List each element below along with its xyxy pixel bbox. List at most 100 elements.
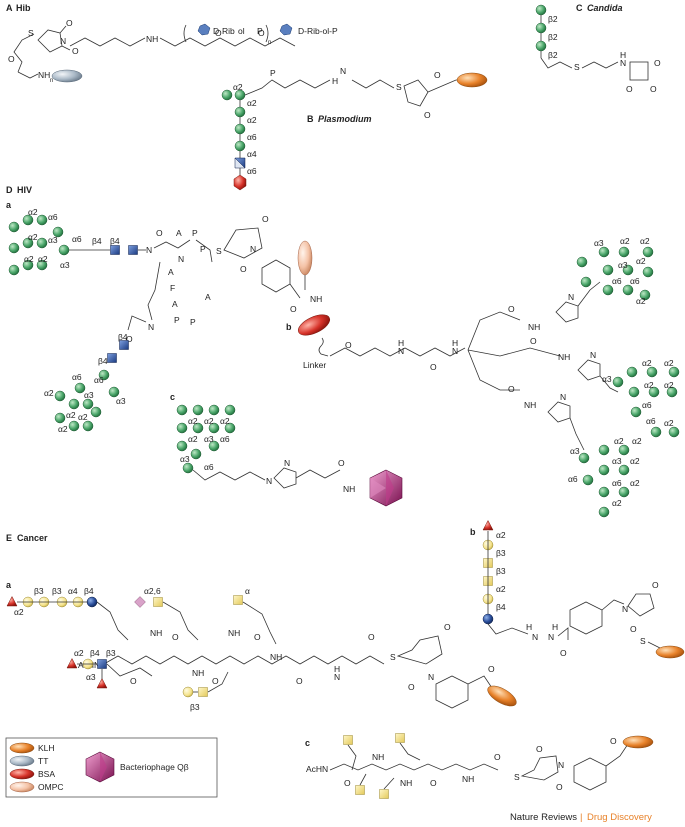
svg-text:β4: β4 bbox=[98, 356, 108, 366]
klh-carrier-e-b bbox=[655, 645, 685, 659]
svg-text:F: F bbox=[170, 283, 175, 293]
svg-text:P: P bbox=[192, 228, 198, 238]
legend-item-ompc: OMPC bbox=[9, 781, 64, 793]
svg-text:P: P bbox=[257, 26, 263, 36]
legend-item-tt: TT bbox=[9, 755, 48, 767]
svg-text:β4: β4 bbox=[84, 586, 94, 596]
svg-text:O: O bbox=[434, 70, 441, 80]
section-e-letter: E bbox=[6, 533, 12, 543]
svg-text:NH: NH bbox=[150, 628, 162, 638]
svg-text:H: H bbox=[526, 622, 532, 632]
svg-text:S: S bbox=[640, 636, 646, 646]
svg-text:α2: α2 bbox=[14, 607, 24, 617]
svg-text:α6: α6 bbox=[220, 434, 230, 444]
svg-text:N: N bbox=[340, 66, 346, 76]
svg-text:S: S bbox=[396, 82, 402, 92]
svg-text:A: A bbox=[172, 299, 178, 309]
svg-text:O: O bbox=[508, 304, 515, 314]
hiv-c-conjugate: α2 α2 α2 α2 α3 α6 α3 α6 N N O NH bbox=[176, 404, 403, 507]
section-a-letter: A bbox=[6, 3, 13, 13]
svg-text:α2: α2 bbox=[78, 412, 88, 422]
svg-text:O: O bbox=[430, 778, 437, 788]
svg-text:α2: α2 bbox=[496, 530, 506, 540]
section-b-title: Plasmodium bbox=[318, 114, 372, 124]
svg-text:N: N bbox=[620, 58, 626, 68]
svg-text:A: A bbox=[168, 267, 174, 277]
svg-text:α2: α2 bbox=[28, 207, 38, 217]
svg-text:N: N bbox=[146, 245, 152, 255]
svg-text:α6: α6 bbox=[630, 276, 640, 286]
svg-text:A: A bbox=[176, 228, 182, 238]
section-c-header: C Candida bbox=[576, 3, 623, 13]
svg-text:n: n bbox=[268, 40, 271, 46]
svg-text:β4: β4 bbox=[92, 236, 102, 246]
svg-text:α2: α2 bbox=[188, 434, 198, 444]
svg-text:O: O bbox=[66, 18, 73, 28]
svg-text:N: N bbox=[266, 476, 272, 486]
svg-text:β4: β4 bbox=[496, 602, 506, 612]
cancer-b-conjugate: α2 β3 β3 α2 β4 H N N H O N O O S bbox=[482, 520, 685, 659]
svg-text:N: N bbox=[284, 458, 290, 468]
section-b-letter: B bbox=[307, 114, 314, 124]
svg-text:α6: α6 bbox=[568, 474, 578, 484]
svg-text:H: H bbox=[332, 76, 338, 86]
bsa-carrier bbox=[297, 314, 331, 336]
svg-text:O: O bbox=[296, 676, 303, 686]
svg-text:A: A bbox=[205, 292, 211, 302]
legend-label-bsa: BSA bbox=[38, 769, 55, 779]
svg-text:O: O bbox=[254, 632, 261, 642]
svg-text:NH: NH bbox=[228, 628, 240, 638]
carrier-legend: KLH TT BSA OMPC Bacteriophage Qβ bbox=[5, 737, 218, 798]
svg-text:O: O bbox=[290, 304, 297, 314]
legend-label-phage: Bacteriophage Qβ bbox=[120, 762, 189, 772]
svg-text:O: O bbox=[408, 682, 415, 692]
svg-text:α3: α3 bbox=[570, 446, 580, 456]
svg-text:β3: β3 bbox=[190, 702, 200, 712]
svg-text:NH: NH bbox=[528, 322, 540, 332]
svg-text:α2: α2 bbox=[664, 380, 674, 390]
svg-text:O: O bbox=[494, 752, 501, 762]
svg-text:N: N bbox=[398, 346, 404, 356]
svg-text:O: O bbox=[344, 778, 351, 788]
ompc-carrier bbox=[297, 240, 313, 276]
legend-item-phage: Bacteriophage Qβ bbox=[85, 751, 189, 783]
hiv-b-conjugate: Linker O H N H N O O O O NH NH NH N N N … bbox=[297, 236, 680, 518]
svg-text:O: O bbox=[488, 664, 495, 674]
section-c-title: Candida bbox=[587, 3, 623, 13]
svg-text:P: P bbox=[200, 244, 206, 254]
svg-text:α2: α2 bbox=[66, 410, 76, 420]
svg-text:α2: α2 bbox=[44, 388, 54, 398]
cancer-a-conjugate: α2 β3 β3 α4 β4 α2,6 α AcHN NH NH NH NH O… bbox=[6, 586, 517, 712]
svg-text:α3: α3 bbox=[612, 456, 622, 466]
svg-text:α6: α6 bbox=[247, 132, 257, 142]
hiv-a-conjugate: α2 α6 α2 α3 α2 α2 α3 α6 β4 β4 N O A P P … bbox=[8, 207, 322, 434]
svg-text:N: N bbox=[178, 254, 184, 264]
svg-text:α3: α3 bbox=[48, 235, 58, 245]
svg-text:β3: β3 bbox=[496, 566, 506, 576]
cancer-c-conjugate: AcHN O NH NH O NH O S O O N O bbox=[306, 733, 654, 799]
svg-text:O: O bbox=[652, 580, 659, 590]
legend-item-bsa: BSA bbox=[9, 768, 55, 780]
hib-conjugate: O O N S O NH n NH O O D Rib ol P n D-Rib… bbox=[8, 18, 338, 84]
svg-text:S: S bbox=[390, 652, 396, 662]
svg-text:α6: α6 bbox=[612, 478, 622, 488]
svg-text:α2: α2 bbox=[74, 648, 84, 658]
svg-text:O: O bbox=[508, 384, 515, 394]
svg-text:O: O bbox=[212, 676, 219, 686]
svg-text:β3: β3 bbox=[496, 548, 506, 558]
svg-text:O: O bbox=[560, 648, 567, 658]
svg-text:O: O bbox=[215, 28, 222, 38]
svg-text:α2: α2 bbox=[247, 115, 257, 125]
svg-text:α2: α2 bbox=[496, 584, 506, 594]
svg-text:α2,6: α2,6 bbox=[144, 586, 161, 596]
svg-text:N: N bbox=[590, 350, 596, 360]
svg-text:N: N bbox=[532, 632, 538, 642]
svg-text:N: N bbox=[558, 760, 564, 770]
svg-text:α2: α2 bbox=[220, 416, 230, 426]
svg-text:α2: α2 bbox=[636, 296, 646, 306]
svg-text:S: S bbox=[28, 28, 34, 38]
svg-text:O: O bbox=[556, 782, 563, 792]
svg-text:α2: α2 bbox=[640, 236, 650, 246]
svg-text:α3: α3 bbox=[618, 260, 628, 270]
